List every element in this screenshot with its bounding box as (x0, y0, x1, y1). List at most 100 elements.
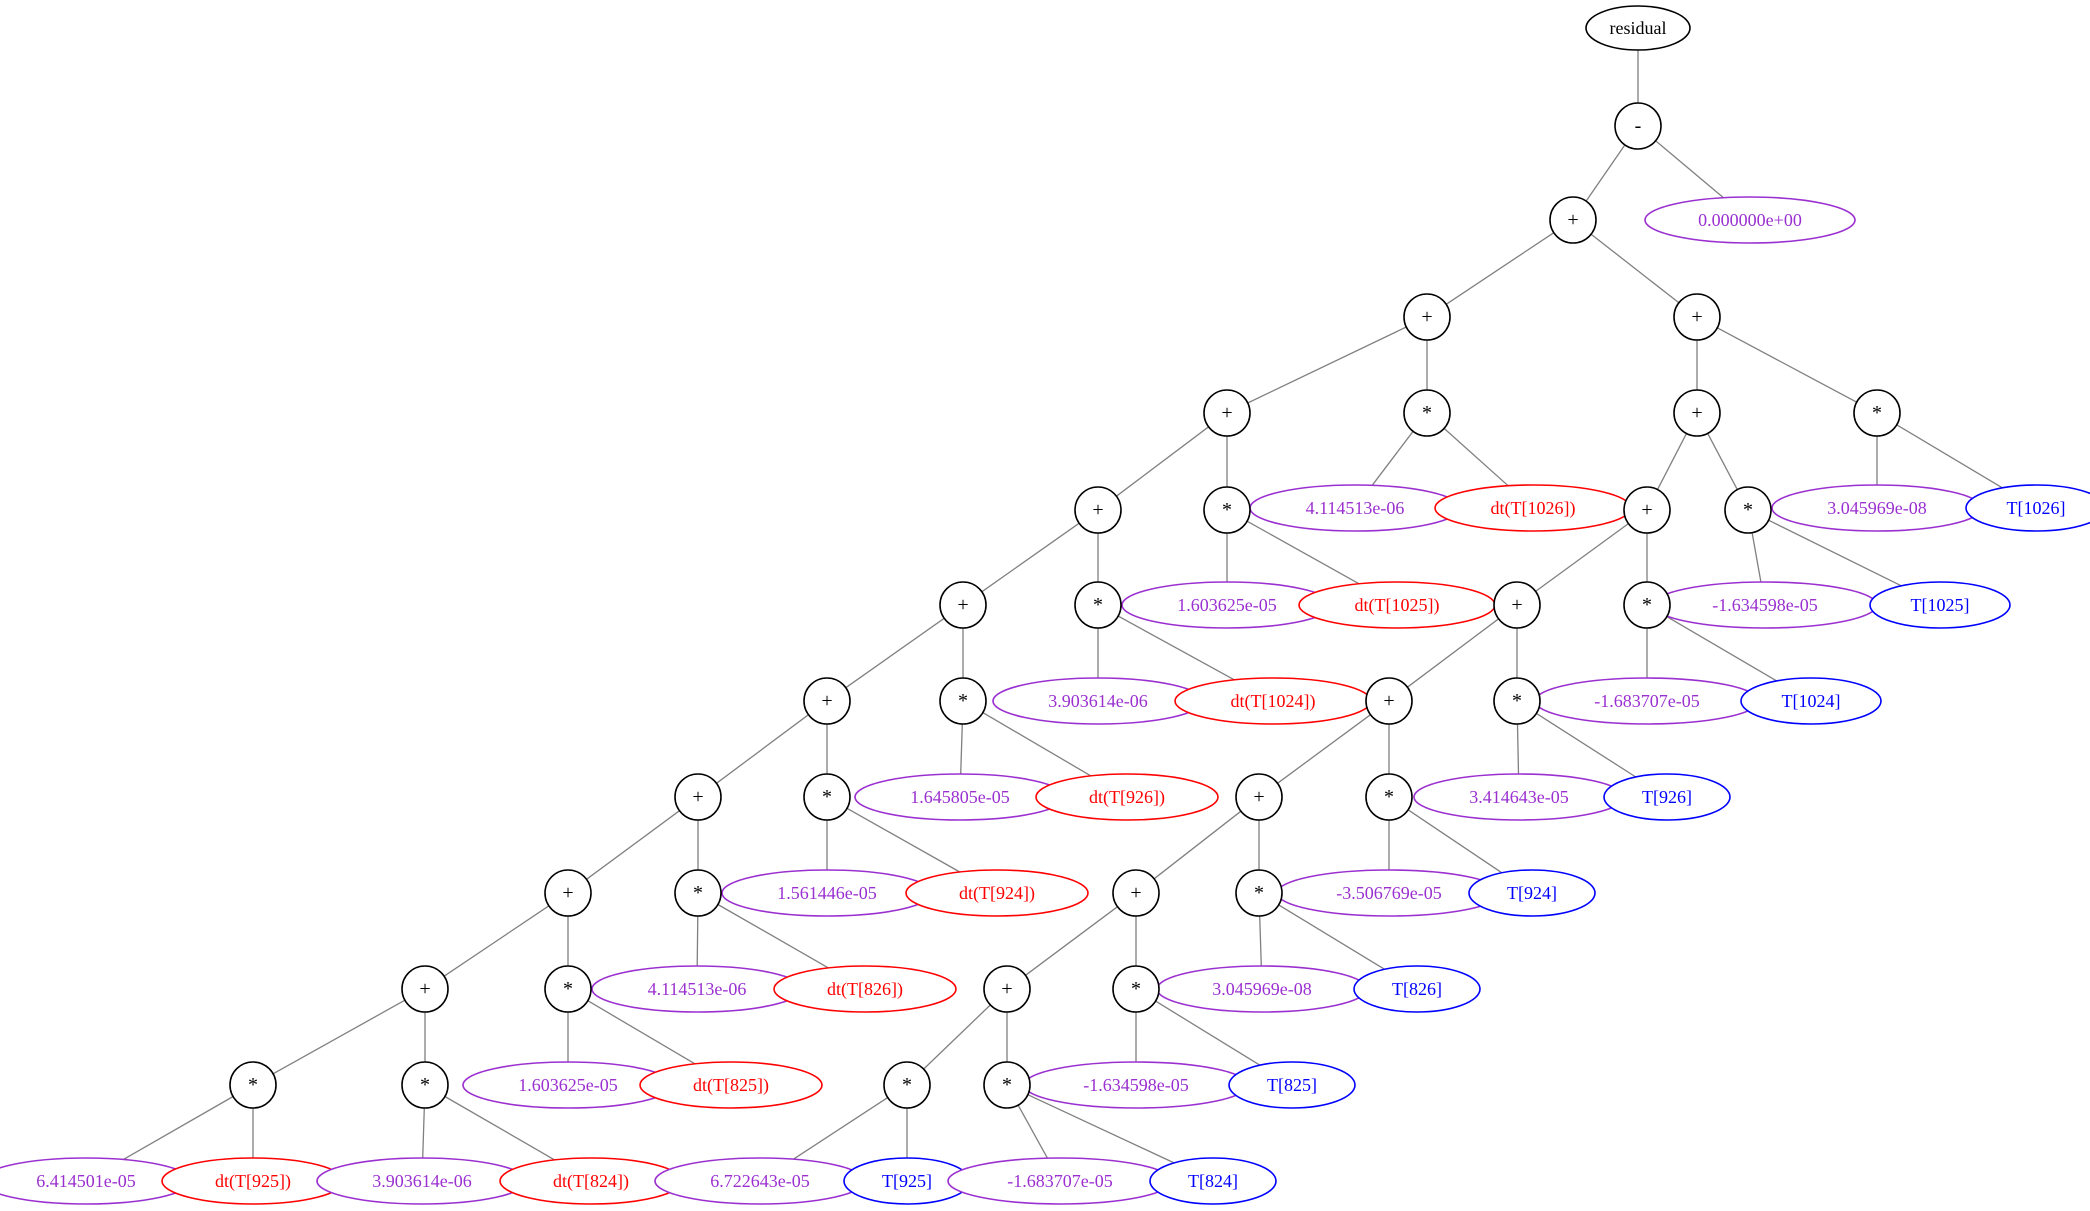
node-label: T[824] (1188, 1171, 1238, 1191)
variable-node-vr8: T[825] (1228, 1061, 1356, 1109)
operator-circle (1074, 581, 1122, 629)
tree-edge (1445, 232, 1555, 305)
operator-node-pl1: + (1403, 293, 1451, 341)
operator-node-pr6: + (1235, 773, 1283, 821)
node-label: * (1384, 786, 1394, 808)
tree-edge (1027, 1094, 1175, 1164)
operator-node-p1: + (1549, 196, 1597, 244)
operator-circle (939, 581, 987, 629)
constant-node-cl5: 1.645805e-05 (854, 773, 1066, 821)
operator-node-mr8: * (1112, 965, 1160, 1013)
node-label: dt(T[924]) (959, 883, 1035, 904)
tree-edge (1407, 809, 1503, 874)
node-ellipse (1035, 773, 1219, 821)
operator-node-ml2: * (1403, 389, 1451, 437)
operator-circle (1074, 486, 1122, 534)
operator-node-pr2: + (1673, 389, 1721, 437)
node-label: 6.414501e-05 (36, 1171, 135, 1191)
operator-circle (674, 773, 722, 821)
node-label: T[825] (1267, 1075, 1317, 1095)
node-ellipse (1740, 677, 1882, 725)
tree-edge (1153, 810, 1242, 880)
node-label: T[826] (1392, 979, 1442, 999)
node-label: * (1254, 882, 1264, 904)
operator-node-pl8: + (401, 965, 449, 1013)
constant-node-cr6: -3.506769e-05 (1276, 869, 1502, 917)
operator-circle (1623, 581, 1671, 629)
node-label: dt(T[824]) (553, 1171, 629, 1192)
node-label: * (563, 978, 573, 1000)
operator-circle (883, 1061, 931, 1109)
operator-circle (803, 773, 851, 821)
operator-node-pl4: + (939, 581, 987, 629)
operator-node-ml7: * (674, 869, 722, 917)
root-node-root: residual (1585, 5, 1691, 51)
operator-circle (674, 869, 722, 917)
variable-node-vr3: T[1025] (1869, 581, 2011, 629)
node-ellipse (905, 869, 1089, 917)
operator-node-pl7: + (544, 869, 592, 917)
variable-node-vr9a: T[925] (843, 1157, 971, 1205)
operator-node-mr7: * (1235, 869, 1283, 917)
node-label: dt(T[1026]) (1491, 498, 1576, 519)
constant-node-cl6: 1.561446e-05 (721, 869, 933, 917)
node-label: + (1691, 306, 1702, 328)
node-ellipse (1585, 5, 1691, 51)
tree-edge (981, 522, 1080, 593)
tree-edge (1516, 723, 1520, 775)
operator-circle (1203, 389, 1251, 437)
operator-circle (1365, 677, 1413, 725)
operator-node-mr5: * (1493, 677, 1541, 725)
node-label: + (1092, 499, 1103, 521)
node-label: dt(T[925]) (215, 1171, 291, 1192)
operator-circle (983, 965, 1031, 1013)
tree-edge (1656, 433, 1688, 490)
variable-node-vr2: T[1026] (1965, 484, 2090, 532)
tree-edge (793, 1097, 889, 1160)
tree-edge (1536, 712, 1637, 778)
operator-circle (544, 869, 592, 917)
node-label: + (1641, 499, 1652, 521)
tree-edge (123, 1095, 234, 1161)
variable-node-vr5: T[926] (1603, 773, 1731, 821)
constant-node-cl9b: 3.903614e-06 (316, 1157, 528, 1205)
derivative-node-dl6: dt(T[924]) (905, 869, 1089, 917)
node-label: * (1872, 402, 1882, 424)
node-label: + (1567, 209, 1578, 231)
tree-edge (696, 915, 699, 967)
operator-circle (939, 677, 987, 725)
node-label: dt(T[926]) (1089, 787, 1165, 808)
node-label: T[1026] (2007, 498, 2066, 518)
tree-edge (982, 712, 1092, 777)
node-label: * (822, 786, 832, 808)
node-label: 1.603625e-05 (1177, 595, 1276, 615)
operator-circle (1235, 773, 1283, 821)
node-ellipse (1603, 773, 1731, 821)
tree-edge (960, 723, 963, 775)
constant-node-cr9a: 6.722643e-05 (654, 1157, 866, 1205)
node-label: * (1093, 594, 1103, 616)
tree-edge (1751, 532, 1762, 583)
node-label: 1.645805e-05 (910, 787, 1009, 807)
node-label: dt(T[825]) (693, 1075, 769, 1096)
tree-edge (1666, 616, 1778, 682)
operator-node-pr4: + (1493, 581, 1541, 629)
node-label: * (1002, 1074, 1012, 1096)
operator-circle (401, 1061, 449, 1109)
node-label: * (1743, 499, 1753, 521)
node-ellipse (1869, 581, 2011, 629)
operator-node-minus: - (1614, 102, 1662, 150)
operator-node-ml5: * (939, 677, 987, 725)
operator-node-pl5: + (803, 677, 851, 725)
operator-circle (1112, 965, 1160, 1013)
node-label: dt(T[1025]) (1355, 595, 1440, 616)
tree-edge (1117, 615, 1235, 681)
tree-edge (1278, 904, 1385, 970)
constant-node-cr7: 3.045969e-08 (1156, 965, 1368, 1013)
operator-node-mr3: * (1724, 486, 1772, 534)
node-label: 1.561446e-05 (777, 883, 876, 903)
node-label: T[925] (882, 1171, 932, 1191)
node-label: * (1131, 978, 1141, 1000)
node-label: -1.634598e-05 (1083, 1075, 1188, 1095)
tree-edge (923, 1004, 991, 1070)
